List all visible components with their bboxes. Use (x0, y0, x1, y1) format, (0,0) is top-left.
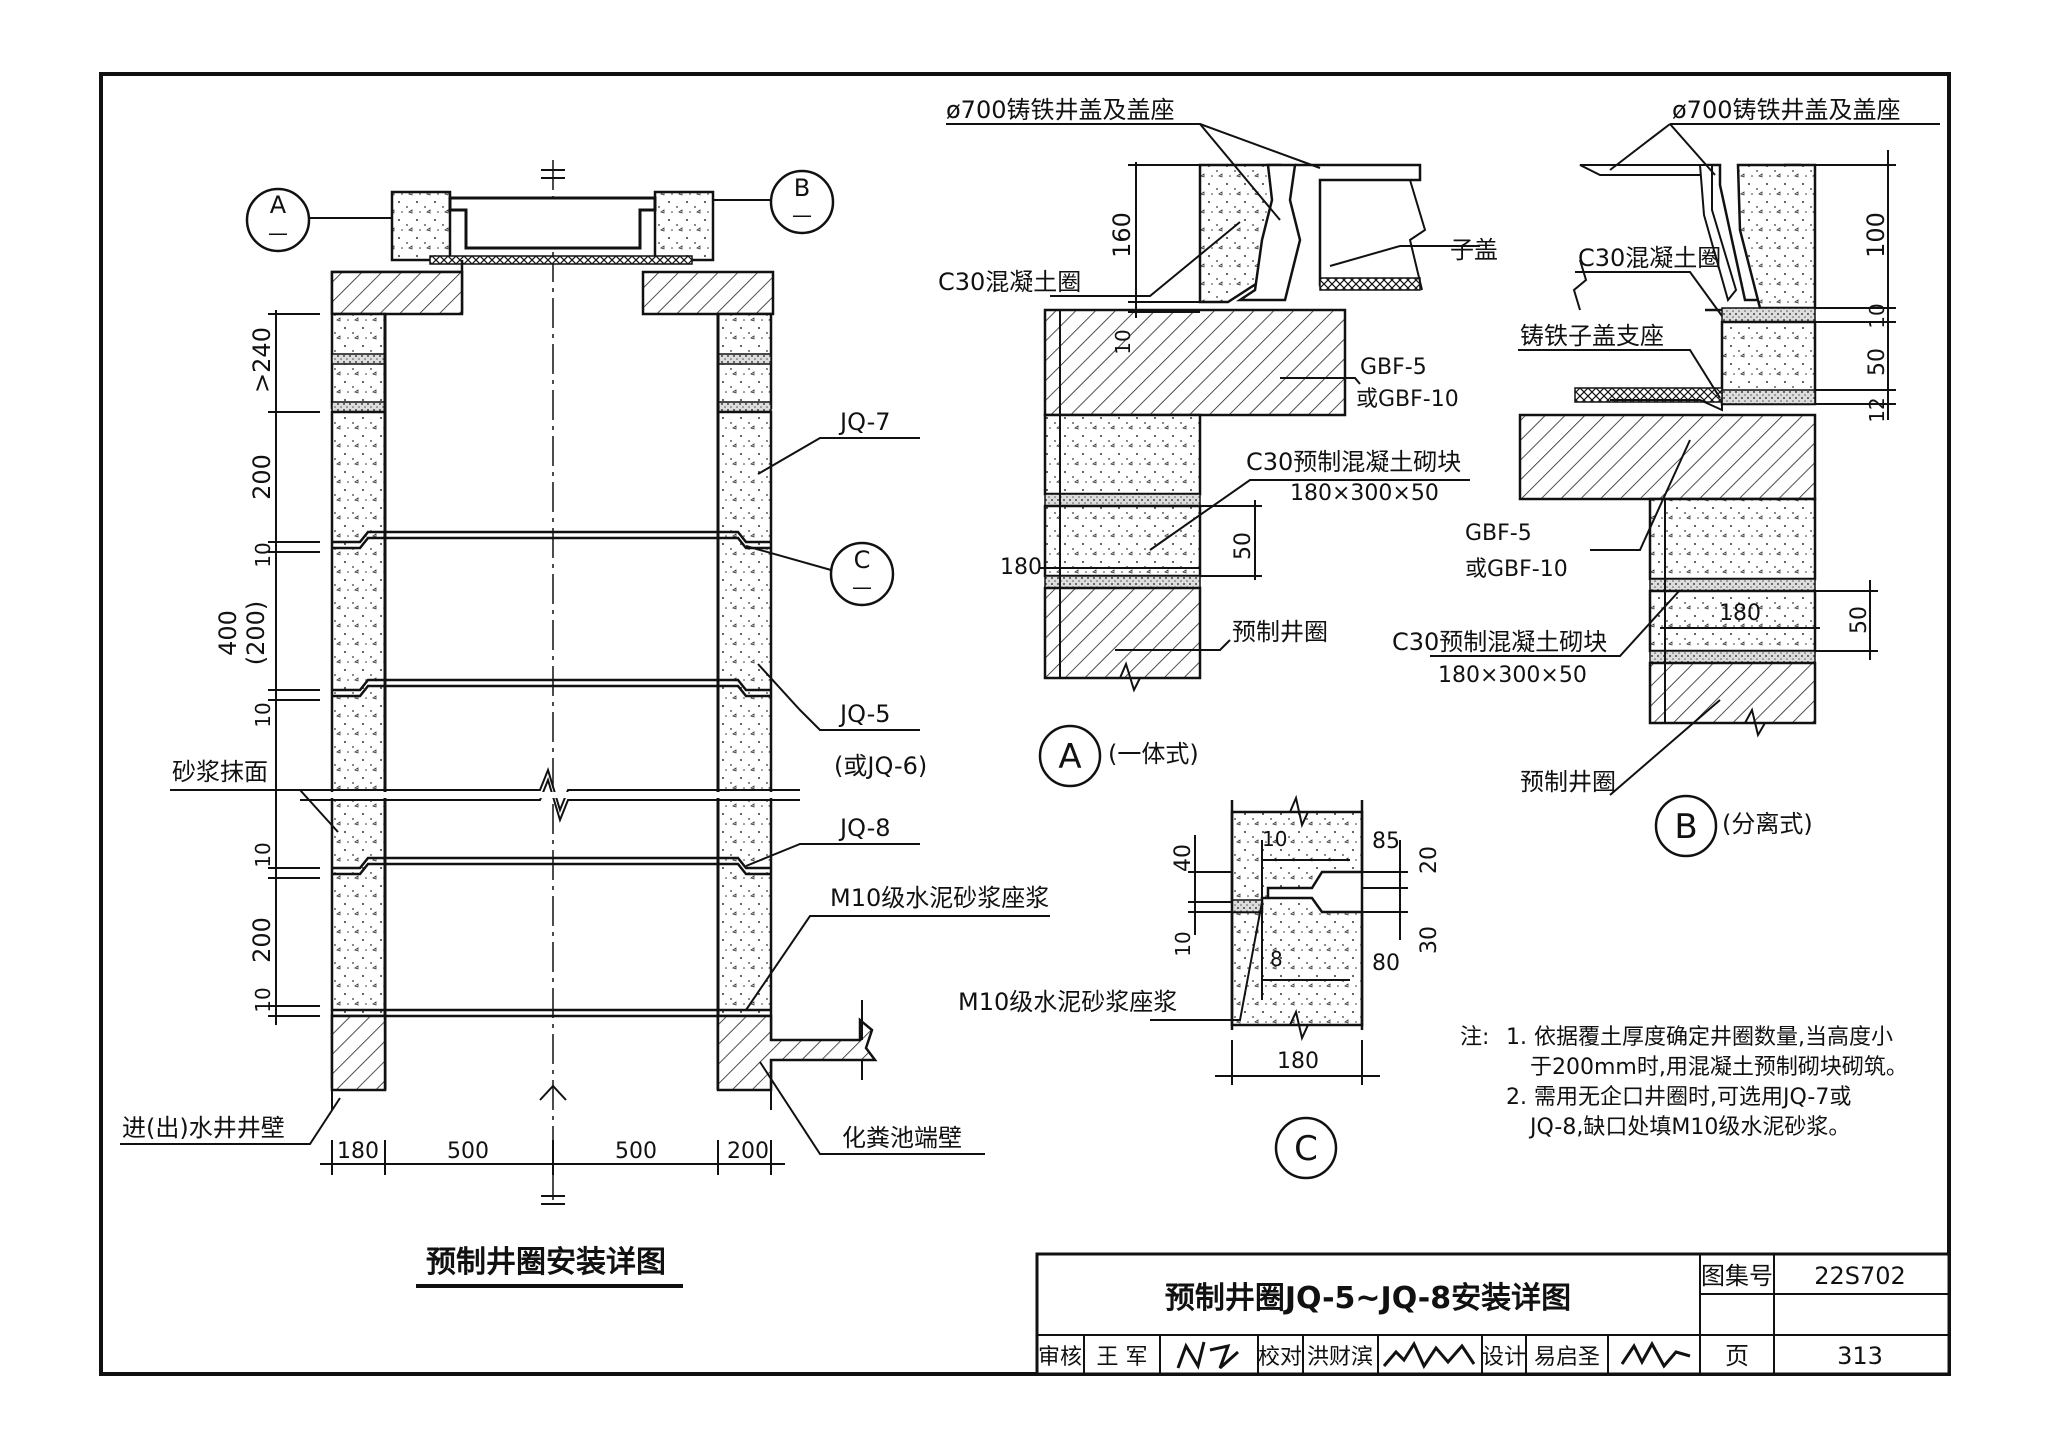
a-dim-10: 10 (1111, 329, 1135, 354)
notes-line2: 2. 需用无企口井圈时,可选用JQ-7或 (1506, 1085, 1851, 1110)
drawing-title: 预制井圈JQ-5~JQ-8安装详图 (1165, 1281, 1571, 1316)
main-view-title: 预制井圈安装详图 (426, 1245, 666, 1280)
label-jq8: JQ-8 (838, 814, 891, 842)
title-block: 预制井圈JQ-5~JQ-8安装详图 图集号 22S702 页 313 审核 王 … (1035, 1252, 1951, 1376)
b-caption-letter: B (1674, 807, 1697, 847)
label-m10-main: M10级水泥砂浆座浆 (830, 884, 1049, 912)
dim-10-c: 10 (251, 842, 275, 867)
section-a-sub: — (268, 221, 288, 245)
b-dim-50b: 50 (1847, 606, 1872, 634)
b-block-size: 180×300×50 (1438, 663, 1587, 688)
check-label: 校对 (1258, 1345, 1302, 1370)
b-support-label: 铸铁子盖支座 (1520, 322, 1664, 350)
b-dim-100: 100 (1862, 212, 1890, 258)
page-label: 页 (1725, 1342, 1749, 1370)
c-dim-40: 40 (1171, 844, 1196, 872)
dim-400-alt: (200) (242, 601, 270, 666)
dim-500-right: 500 (615, 1139, 657, 1164)
dim-10-b: 10 (251, 702, 275, 727)
b-dim-180: 180 (1719, 601, 1761, 626)
atlas-label: 图集号 (1701, 1262, 1773, 1290)
label-jq6: (或JQ-6) (834, 752, 927, 780)
c-dim-80: 80 (1372, 951, 1400, 976)
a-dim-160: 160 (1108, 212, 1136, 258)
dim-200-bot: 200 (248, 917, 276, 963)
c-mortar-label: M10级水泥砂浆座浆 (958, 988, 1177, 1016)
a-block-label: C30预制混凝土砌块 (1246, 448, 1461, 476)
c-dim-30: 30 (1417, 926, 1442, 954)
a-dim-180: 180 (1000, 555, 1042, 580)
designer-signature (1620, 1340, 1691, 1369)
a-cover-label: ø700铸铁井盖及盖座 (946, 96, 1175, 124)
design-label: 设计 (1482, 1345, 1526, 1370)
a-sub-cover: 子盖 (1450, 236, 1498, 264)
detail-c: 40 10 10 85 20 8 80 30 180 M10级水泥砂浆座浆 C (958, 794, 1442, 1180)
section-b-sub: — (792, 203, 812, 227)
c-dim-10a: 10 (1262, 827, 1287, 851)
c-dim-20: 20 (1417, 846, 1442, 874)
notes-line1: 1. 依据覆土厚度确定井圈数量,当高度小 (1506, 1025, 1893, 1050)
a-block-size: 180×300×50 (1290, 481, 1439, 506)
section-c-sub: — (852, 575, 872, 599)
dim-500-left: 500 (447, 1139, 489, 1164)
checker-name: 洪财滨 (1307, 1345, 1373, 1370)
detail-b: 100 10 50 12 180 50 ø700铸铁井盖及盖座 C30混凝土圈 … (1392, 96, 1940, 858)
section-marker-c: C (854, 546, 871, 574)
dim-180-bottom: 180 (337, 1139, 379, 1164)
b-gbf: GBF-5 (1465, 521, 1532, 546)
c-caption-letter: C (1294, 1129, 1318, 1169)
b-dim-10: 10 (1865, 303, 1889, 328)
main-view: A — B — C — >240 200 10 400 (200) 10 10 (120, 160, 1050, 1288)
c-dim-8: 8 (1270, 947, 1283, 971)
b-precast-ring: 预制井圈 (1520, 768, 1616, 796)
c-dim-85: 85 (1372, 829, 1400, 854)
dim-200-top: 200 (248, 454, 276, 500)
b-dim-12: 12 (1865, 397, 1889, 422)
notes: 注: 1. 依据覆土厚度确定井圈数量,当高度小 于200mm时,用混凝土预制砌块… (1460, 1025, 1908, 1140)
designer-name: 易启圣 (1534, 1345, 1600, 1370)
c-dim-180: 180 (1277, 1049, 1319, 1074)
notes-line1b: 于200mm时,用混凝土预制砌块砌筑。 (1530, 1055, 1908, 1080)
dim-10-a: 10 (251, 542, 275, 567)
label-inlet-wall: 进(出)水井井壁 (122, 1114, 285, 1142)
label-jq5: JQ-5 (838, 700, 891, 728)
section-marker-b: B (794, 174, 810, 202)
b-caption-text: (分离式) (1722, 810, 1813, 838)
a-ring-label: C30混凝土圈 (938, 268, 1081, 296)
checker-signature (1382, 1340, 1476, 1370)
a-dim-50: 50 (1231, 532, 1256, 560)
label-mortar-face: 砂浆抹面 (172, 758, 268, 786)
a-caption-letter: A (1058, 737, 1081, 777)
dim-200-right: 200 (727, 1139, 769, 1164)
dim-400: 400 (214, 610, 242, 656)
b-cover-label: ø700铸铁井盖及盖座 (1672, 96, 1901, 124)
page-no: 313 (1837, 1342, 1883, 1370)
b-ring-label: C30混凝土圈 (1578, 244, 1721, 272)
detail-a: 160 10 180 50 ø700铸铁井盖及盖座 C30混凝土圈 子盖 GBF… (938, 96, 1498, 788)
reviewer-name: 王 军 (1097, 1345, 1148, 1370)
c-dim-10b: 10 (1171, 931, 1195, 956)
atlas-no: 22S702 (1814, 1262, 1906, 1290)
a-gbf: GBF-5 (1360, 355, 1427, 380)
a-caption-text: (一体式) (1108, 740, 1199, 768)
review-label: 审核 (1038, 1345, 1082, 1370)
label-end-wall: 化粪池端壁 (842, 1124, 962, 1152)
notes-line2b: JQ-8,缺口处填M10级水泥砂浆。 (1528, 1115, 1850, 1140)
reviewer-signature (1176, 1341, 1239, 1370)
b-dim-50: 50 (1865, 348, 1890, 376)
a-gbf-alt: 或GBF-10 (1356, 387, 1459, 412)
label-jq7: JQ-7 (838, 408, 891, 436)
notes-prefix: 注: (1460, 1025, 1489, 1050)
sheet-frame (99, 72, 1951, 1376)
b-gbf-alt: 或GBF-10 (1465, 557, 1568, 582)
dim-10-d: 10 (251, 987, 275, 1012)
dim-gt240: >240 (248, 327, 276, 393)
section-marker-a: A (270, 191, 287, 219)
b-block-label: C30预制混凝土砌块 (1392, 628, 1607, 656)
a-precast-ring: 预制井圈 (1232, 618, 1328, 646)
